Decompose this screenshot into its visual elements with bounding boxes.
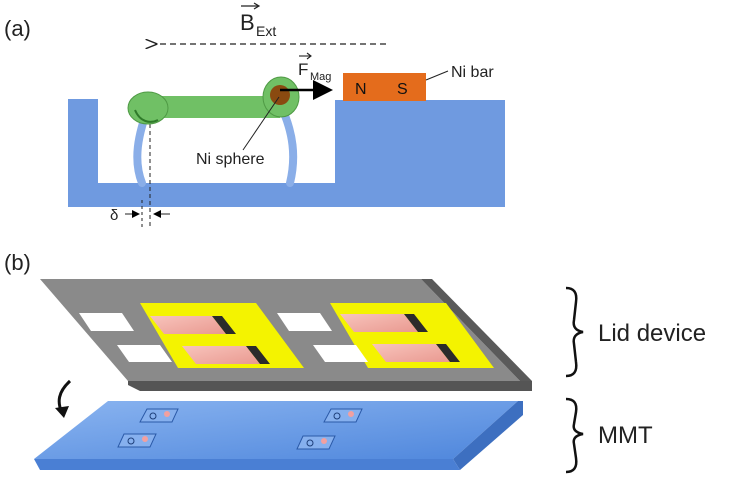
- field-subscript: Ext: [256, 23, 276, 39]
- mmt-cell: [117, 433, 157, 448]
- mmt-cell: [139, 408, 179, 423]
- field-symbol: B: [240, 10, 255, 35]
- magnet-south: S: [397, 81, 408, 98]
- lid-brace: [565, 286, 584, 378]
- lid-bar: [150, 316, 236, 334]
- sphere-label: Ni sphere: [196, 151, 265, 168]
- magnet-label: Ni bar: [451, 64, 494, 81]
- lid-bar: [182, 346, 270, 364]
- substrate: [68, 99, 505, 207]
- ni-bar: [343, 73, 426, 101]
- beam-left-cap: [127, 91, 169, 125]
- lid-window: [313, 345, 368, 362]
- magnet-north: N: [355, 81, 367, 98]
- lid-window: [277, 313, 332, 331]
- mmt-top: [34, 401, 518, 459]
- lid-device: [40, 279, 532, 391]
- lid-window: [117, 345, 172, 362]
- panel-a-label: (a): [4, 16, 31, 41]
- force-symbol: F: [298, 60, 308, 79]
- mmt-cell: [323, 408, 363, 423]
- gap-symbol: δ: [110, 207, 118, 224]
- mmt-brace: [565, 397, 584, 474]
- lid-bar: [372, 344, 460, 362]
- bar-leader: [425, 70, 449, 81]
- panel-a: (a) B Ext Ni sphere F: [4, 2, 505, 228]
- force-label: F Mag: [298, 52, 331, 83]
- mmt-substrate: [34, 401, 523, 470]
- ni-sphere: [270, 85, 290, 105]
- panel-b-label: (b): [4, 250, 31, 275]
- mmt-cell: [296, 435, 336, 450]
- force-subscript: Mag: [310, 71, 331, 83]
- field-label: B Ext: [240, 2, 276, 39]
- beam: [146, 96, 280, 118]
- sphere-leader: [242, 96, 280, 151]
- lid-window: [79, 313, 134, 331]
- lid-label: Lid device: [598, 320, 706, 347]
- panel-b: (b): [4, 250, 706, 474]
- lid-bar: [340, 314, 428, 332]
- mmt-label: MMT: [598, 422, 653, 449]
